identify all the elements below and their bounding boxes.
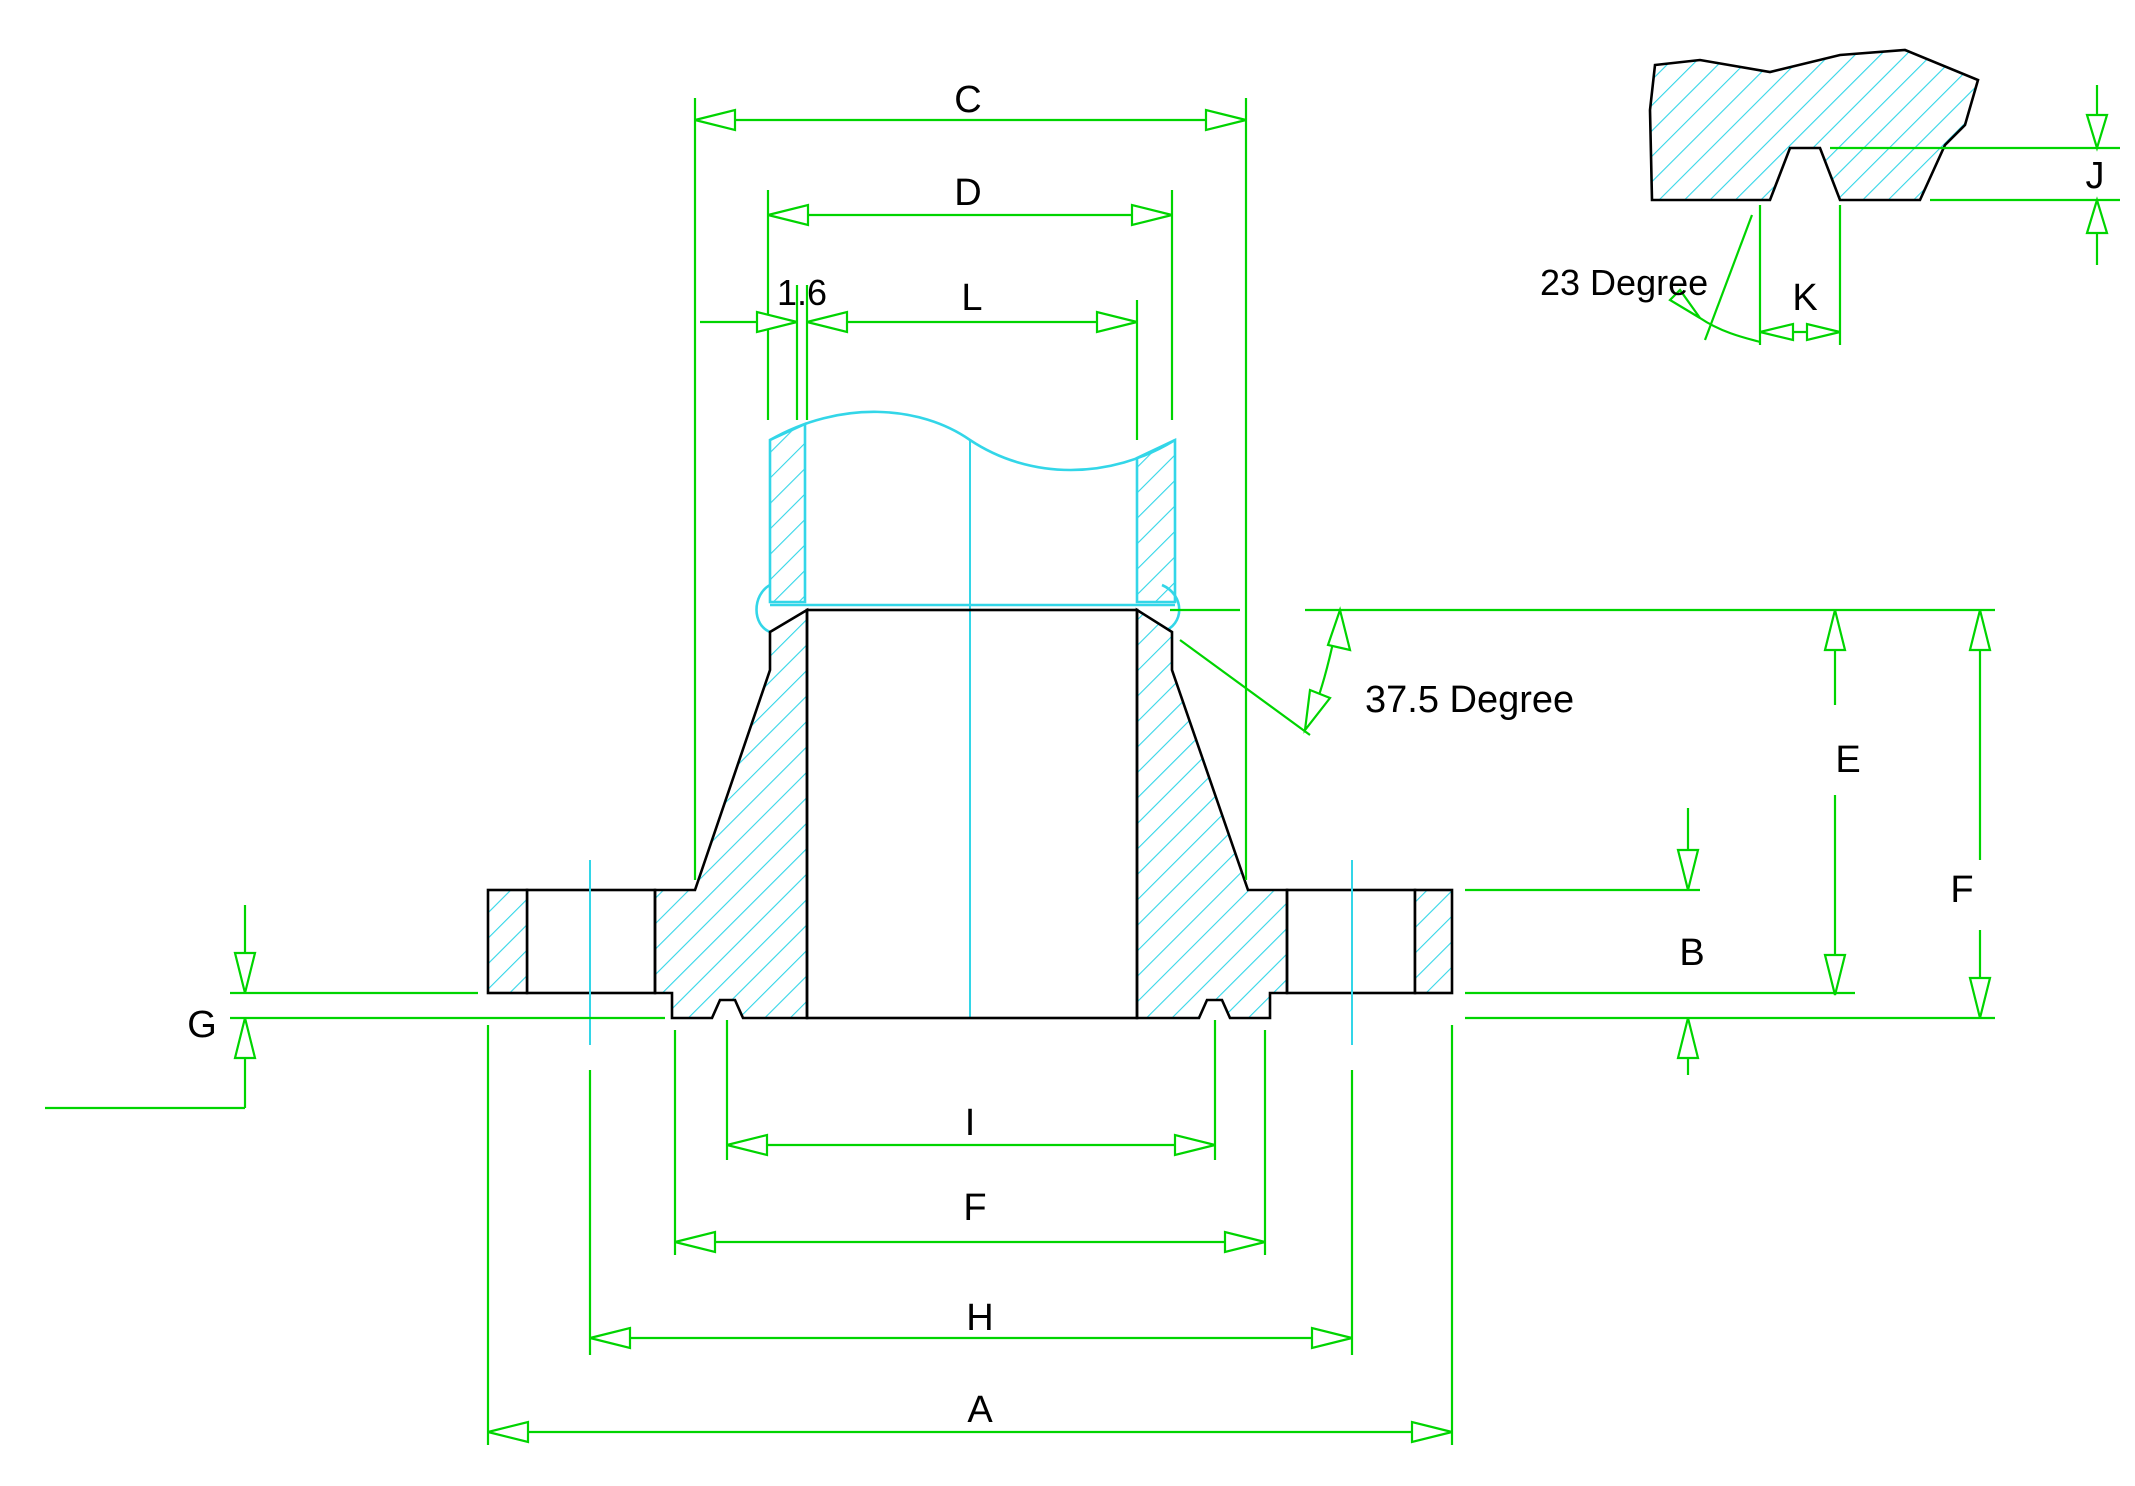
label-h: H	[966, 1297, 993, 1339]
label-c: C	[954, 79, 981, 121]
label-l: L	[961, 277, 982, 319]
label-e: E	[1835, 739, 1860, 781]
label-gap: 1.6	[777, 272, 827, 313]
label-bevel-angle: 37.5 Degree	[1365, 679, 1574, 721]
dimension-labels: C D 1.6 L 37.5 Degree E F B G I F H A J …	[187, 79, 2104, 1431]
flange-body	[486, 607, 1454, 1045]
flange-left-outer-rim	[486, 888, 529, 995]
groove-detail-section	[1648, 48, 1980, 202]
label-g: G	[187, 1004, 217, 1046]
label-j: J	[2086, 155, 2105, 197]
groove-detail	[1648, 48, 2120, 345]
flange-right-outer-rim	[1413, 888, 1454, 995]
label-a: A	[967, 1389, 993, 1431]
pipe-section	[755, 410, 1181, 1018]
label-f-horizontal: F	[963, 1187, 986, 1229]
weld-bead-left	[755, 583, 771, 634]
label-f-vertical: F	[1950, 869, 1973, 911]
pipe-break-line	[769, 410, 1176, 472]
label-d: D	[954, 172, 981, 214]
label-b: B	[1679, 932, 1704, 974]
flange-left-section	[653, 607, 809, 1020]
pipe-wall-left	[768, 421, 807, 604]
label-i: I	[965, 1102, 976, 1144]
label-groove-angle: 23 Degree	[1540, 262, 1708, 303]
pipe-wall-right	[1135, 437, 1177, 604]
dimensions	[45, 98, 1995, 1445]
flange-right-section	[1135, 607, 1289, 1020]
label-k: K	[1792, 277, 1817, 319]
flange-bore	[805, 608, 1139, 1020]
